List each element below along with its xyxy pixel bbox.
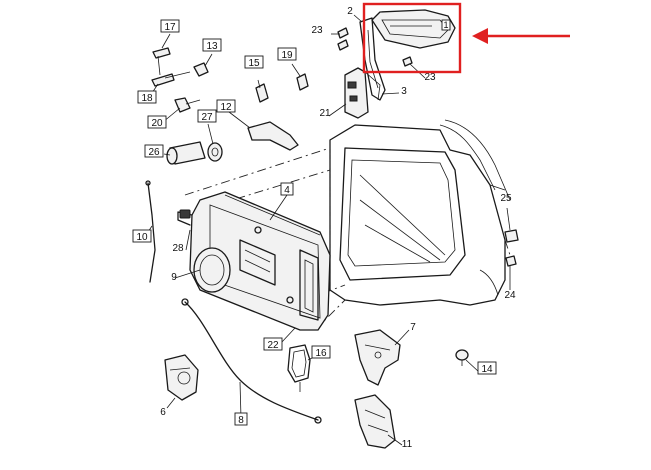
callout-8: 8	[234, 412, 248, 426]
callout-labels: 1234678910111213141516171819202122232324…	[132, 6, 516, 450]
highlight-box	[362, 2, 462, 74]
callout-7: 7	[410, 322, 416, 333]
callout-28-label: 28	[172, 243, 184, 254]
handle-seal	[247, 121, 299, 151]
callout-28: 28	[172, 243, 184, 254]
callout-6-label: 6	[160, 407, 166, 418]
callout-13-box	[202, 38, 222, 52]
callout-26-label: 26	[148, 147, 160, 158]
callout-21-label: 21	[319, 108, 331, 119]
callout-4: 4	[280, 182, 294, 196]
callout-26: 26	[144, 144, 164, 158]
callout-7-label: 7	[410, 322, 416, 333]
door-carrier-panel	[177, 191, 331, 331]
callout-8-label: 8	[238, 415, 244, 426]
callout-3: 3	[401, 86, 407, 97]
upper-fasteners	[151, 27, 413, 113]
callout-24: 24	[504, 290, 516, 301]
callout-16: 16	[311, 345, 331, 359]
callout-17-label: 17	[164, 22, 176, 33]
callout-22-box	[263, 337, 283, 351]
check-clip	[505, 255, 517, 267]
door-shell	[329, 119, 511, 306]
callout-27: 27	[197, 109, 217, 123]
callout-12-label: 12	[220, 102, 232, 113]
callout-16-box	[311, 345, 331, 359]
callout-1-box	[441, 19, 451, 31]
callout-10: 10	[132, 229, 152, 243]
callout-14-box	[477, 361, 497, 375]
callout-15: 15	[244, 55, 264, 69]
callout-25-label: 25	[500, 193, 512, 204]
linkage-rod	[145, 180, 156, 283]
callout-17: 17	[160, 19, 180, 33]
callout-13: 13	[202, 38, 222, 52]
door-latch	[344, 67, 381, 119]
callout-23a-label: 23	[311, 25, 323, 36]
callout-12: 12	[216, 99, 236, 113]
callout-21: 21	[319, 108, 331, 119]
callout-12-box	[216, 99, 236, 113]
callout-27-box	[197, 109, 217, 123]
callout-1: 1	[441, 19, 451, 31]
lock-cylinder-parts	[166, 141, 223, 165]
callout-23a: 23	[311, 25, 323, 36]
callout-19-label: 19	[281, 50, 293, 61]
callout-3-label: 3	[401, 86, 407, 97]
callout-1-label: 1	[443, 20, 448, 30]
exterior-door-handle	[371, 9, 456, 49]
release-cable	[181, 298, 322, 424]
callout-22-label: 22	[267, 340, 279, 351]
speaker-seal	[287, 344, 311, 392]
callout-14-label: 14	[481, 364, 493, 375]
callout-27-label: 27	[201, 112, 213, 123]
highlight-arrowhead	[472, 28, 488, 44]
callout-11: 11	[402, 439, 413, 450]
callout-16-label: 16	[315, 348, 327, 359]
callout-22: 22	[263, 337, 283, 351]
callout-19: 19	[277, 47, 297, 61]
callout-6: 6	[160, 407, 166, 418]
callout-4-box	[280, 182, 294, 196]
callout-11-label: 11	[402, 439, 413, 450]
callout-2: 2	[347, 6, 353, 17]
callout-14: 14	[477, 361, 497, 375]
callout-20-label: 20	[151, 118, 163, 129]
callout-24-label: 24	[504, 290, 516, 301]
retaining-clip	[455, 349, 469, 366]
callout-20: 20	[147, 115, 167, 129]
callout-leaders	[143, 14, 511, 446]
callout-15-label: 15	[248, 58, 260, 69]
callout-25: 25	[500, 193, 512, 204]
highlight-annotation	[362, 2, 570, 74]
actuator-part	[164, 354, 199, 401]
hinge-bolt	[504, 229, 519, 243]
callout-9: 9	[171, 272, 177, 283]
callout-23b: 23	[424, 72, 436, 83]
callout-10-label: 10	[136, 232, 148, 243]
callout-26-box	[144, 144, 164, 158]
callout-9-label: 9	[171, 272, 177, 283]
callout-2-label: 2	[347, 6, 353, 17]
callout-20-box	[147, 115, 167, 129]
callout-4-label: 4	[284, 185, 290, 196]
callout-18-box	[137, 90, 157, 104]
callout-17-box	[160, 19, 180, 33]
callout-10-box	[132, 229, 152, 243]
callout-15-box	[244, 55, 264, 69]
callout-18-label: 18	[141, 93, 153, 104]
callout-18: 18	[137, 90, 157, 104]
window-regulator-bracket	[354, 329, 401, 386]
lower-bracket	[354, 394, 396, 449]
callout-8-box	[234, 412, 248, 426]
callout-23b-label: 23	[424, 72, 436, 83]
callout-19-box	[277, 47, 297, 61]
handle-bracket	[359, 17, 386, 101]
callout-13-label: 13	[206, 41, 218, 52]
